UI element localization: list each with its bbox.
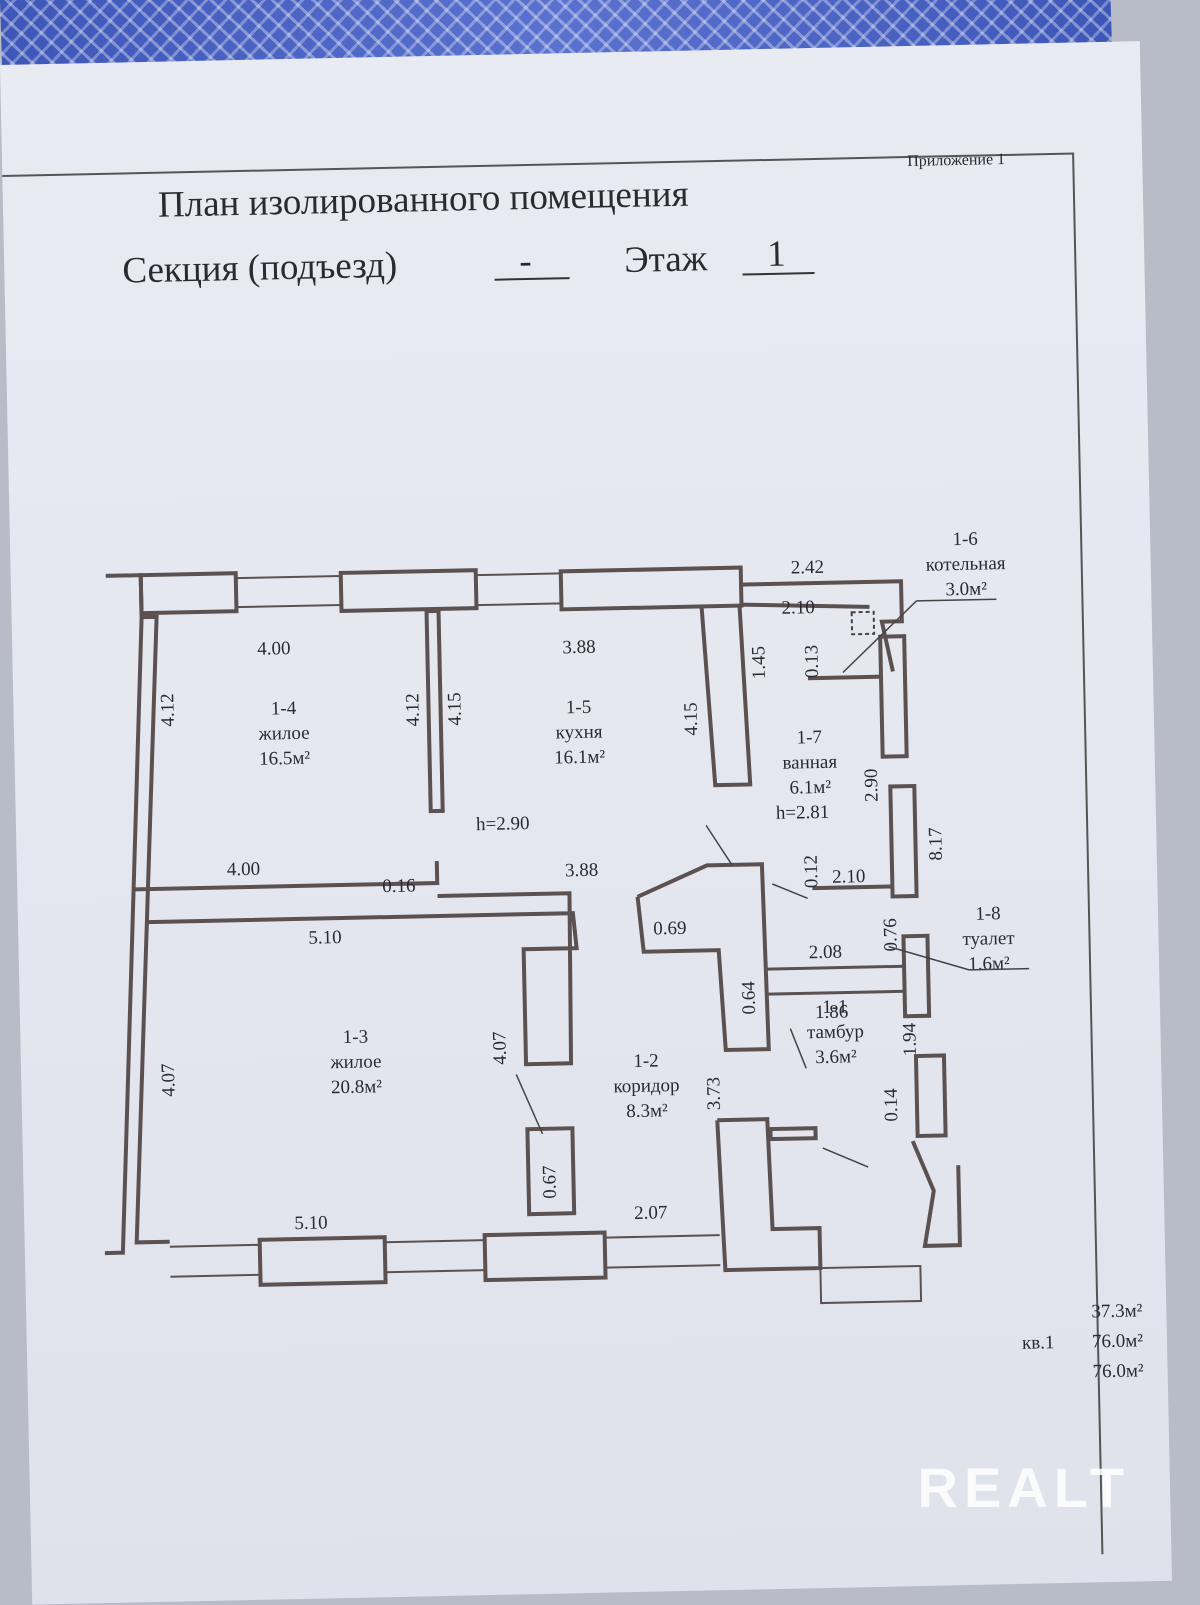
dim-4-15-right: 4.15 [681, 702, 703, 736]
room-1-8-name: туалет [962, 928, 1015, 950]
room-1-4-name: жилое [257, 723, 309, 745]
room-1-4-id: 1-4 [271, 698, 297, 720]
floor-label: Этаж [624, 238, 708, 281]
dim-4-07-right: 4.07 [489, 1031, 511, 1065]
dim-0-13: 0.13 [801, 645, 823, 679]
dim-2-42: 2.42 [790, 557, 824, 579]
dim-3-88-top: 3.88 [562, 637, 596, 659]
dim-4-12-left: 4.12 [157, 693, 179, 727]
room-1-6-area: 3.0м² [945, 578, 987, 600]
section-value: - [519, 241, 532, 282]
document-sheet: Приложение 1 План изолированного помещен… [0, 41, 1173, 1605]
dim-4-00-top: 4.00 [257, 638, 291, 660]
room-1-2-id: 1-2 [633, 1050, 659, 1072]
room-1-2-name: коридор [613, 1075, 680, 1097]
dim-0-67: 0.67 [539, 1165, 561, 1199]
room-1-5-name: кухня [555, 722, 603, 744]
room-1-5-area: 16.1м² [554, 746, 606, 768]
dim-0-64: 0.64 [738, 981, 760, 1015]
dim-0-69: 0.69 [653, 918, 687, 940]
room-1-3-area: 20.8м² [331, 1076, 383, 1098]
room-1-2-area: 8.3м² [626, 1100, 668, 1122]
room-1-6-id: 1-6 [952, 529, 978, 551]
room-1-4-area: 16.5м² [259, 748, 311, 770]
dim-2-10-bottom: 2.10 [832, 866, 866, 888]
section-label: Секция (подъезд) [122, 245, 398, 292]
dim-0-76: 0.76 [880, 918, 902, 952]
dim-5-10-bottom: 5.10 [294, 1212, 328, 1234]
apartment-label: кв.1 [1022, 1332, 1055, 1354]
dim-1-94: 1.94 [899, 1022, 921, 1056]
dim-0-16: 0.16 [382, 875, 416, 897]
dim-2-07: 2.07 [634, 1202, 668, 1224]
dim-0-12: 0.12 [801, 855, 823, 889]
dim-1-45: 1.45 [748, 646, 770, 680]
room-1-8-area: 1.6м² [968, 953, 1010, 975]
dim-3-73: 3.73 [703, 1077, 725, 1111]
dim-2-90: 2.90 [861, 768, 883, 802]
walls [104, 565, 962, 1305]
room-1-8-id: 1-8 [975, 903, 1001, 925]
room-1-7-name: ванная [782, 752, 837, 774]
dim-3-88-bottom: 3.88 [565, 860, 599, 882]
room-1-5-id: 1-5 [566, 697, 592, 719]
dim-8-17: 8.17 [925, 827, 947, 861]
dim-1-86: 1.86 [815, 1001, 849, 1023]
total-area-3: 76.0м² [1092, 1360, 1144, 1382]
floor-plan: Приложение 1 План изолированного помещен… [104, 151, 1144, 1382]
room-1-3-name: жилое [329, 1051, 381, 1073]
dim-4-12-mid: 4.12 [402, 693, 424, 727]
room-1-1-id: 1-1 [822, 996, 848, 1018]
floor-value: 1 [767, 234, 786, 275]
dim-0-14: 0.14 [881, 1088, 903, 1122]
room-1-7-id: 1-7 [796, 727, 822, 749]
dim-2-10-top: 2.10 [781, 597, 815, 619]
dim-4-00-bottom: 4.00 [227, 859, 261, 881]
height-main: h=2.90 [476, 813, 530, 835]
height-bath: h=2.81 [776, 802, 830, 824]
room-1-6-name: котельная [926, 553, 1006, 576]
room-1-3-id: 1-3 [343, 1027, 369, 1049]
room-1-1-name: тамбур [807, 1021, 864, 1043]
dim-4-07-left: 4.07 [158, 1063, 180, 1097]
total-area-1: 37.3м² [1091, 1300, 1143, 1322]
dim-4-15-mid: 4.15 [444, 692, 466, 726]
page-title: План изолированного помещения [158, 174, 689, 226]
dim-2-08: 2.08 [809, 942, 843, 964]
room-1-7-area: 6.1м² [789, 777, 831, 799]
room-1-1-area: 3.6м² [815, 1046, 857, 1068]
dim-5-10-top: 5.10 [308, 927, 342, 949]
watermark-logo: REALT [917, 1456, 1130, 1519]
appendix-label: Приложение 1 [907, 151, 1005, 170]
total-area-2: 76.0м² [1092, 1330, 1144, 1352]
